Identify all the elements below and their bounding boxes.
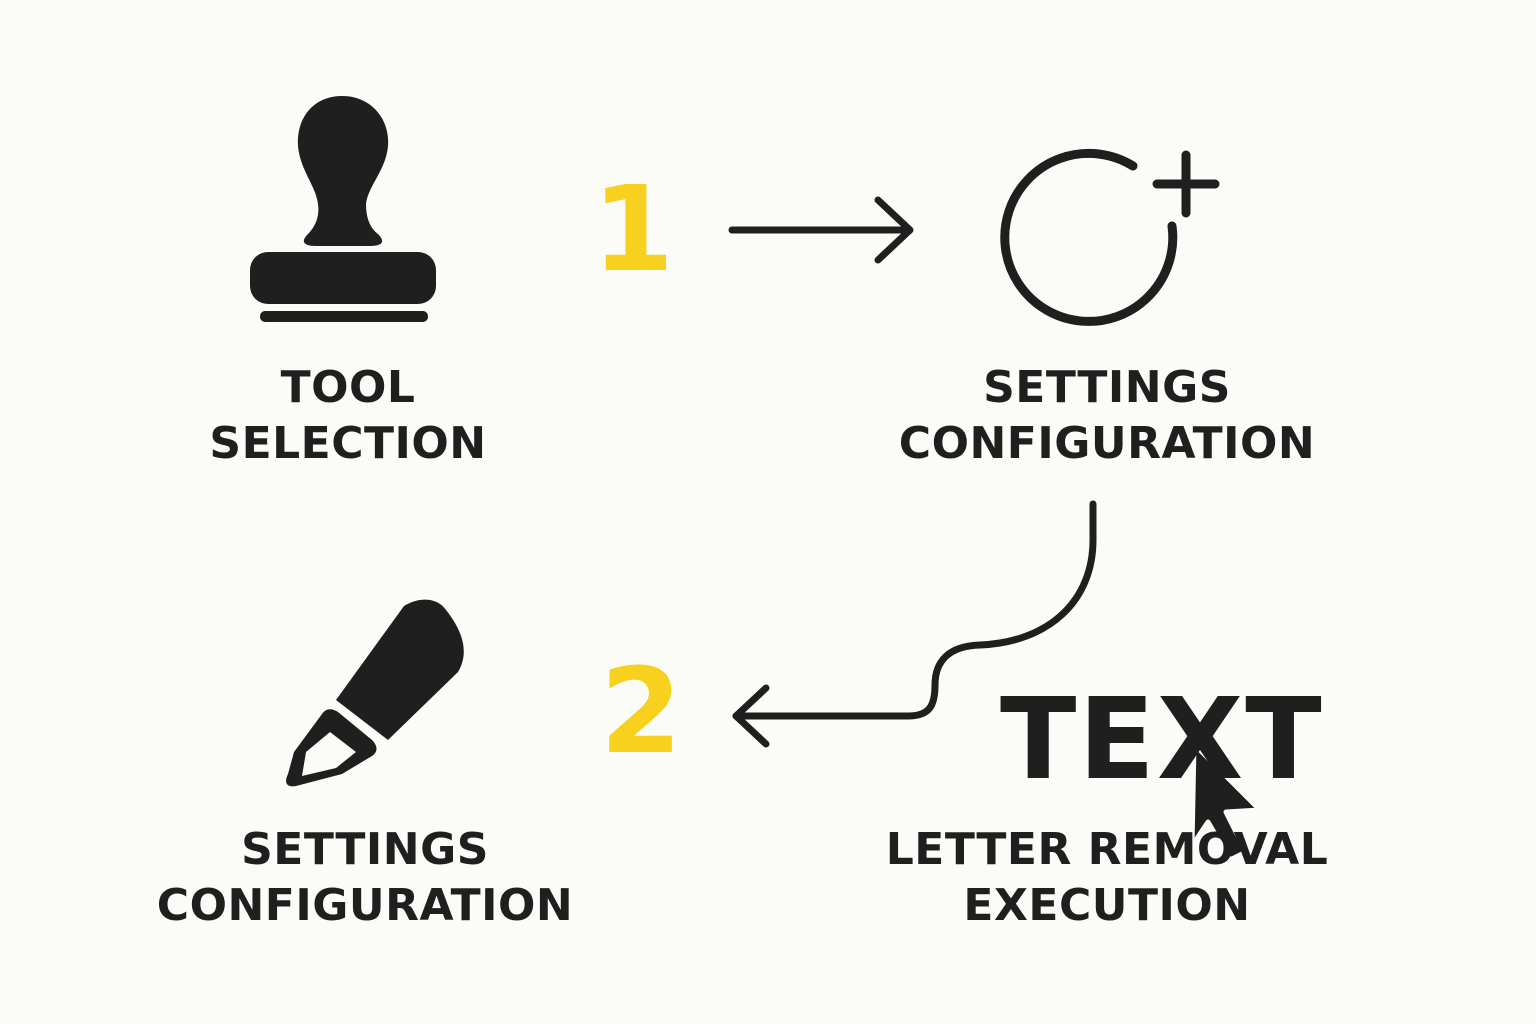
arrow-right-1 [728,196,914,264]
letter-removal-label: LETTER REMOVAL EXECUTION [868,822,1346,934]
tool-selection-line2: SELECTION [209,418,487,469]
tool-selection-line1: TOOL [280,362,416,413]
settings-configuration-bottom-line1: SETTINGS [241,824,489,875]
settings-configuration-top-line1: SETTINGS [983,362,1231,413]
tool-selection-label: TOOL SELECTION [196,360,500,472]
circle-plus-icon [1000,148,1220,326]
settings-configuration-bottom-line2: CONFIGURATION [156,880,574,931]
stamp-icon [250,96,436,322]
letter-removal-line1: LETTER REMOVAL [885,824,1329,875]
sample-text: TEXT [1000,675,1324,805]
eraser-pen-icon [286,599,464,787]
settings-configuration-top-line2: CONFIGURATION [898,418,1316,469]
cursor-icon [1189,741,1263,863]
step-number-2: 2 [599,642,683,780]
step-number-1: 1 [591,160,675,298]
arrow-left-2 [732,500,1097,748]
settings-configuration-bottom-label: SETTINGS CONFIGURATION [142,822,588,934]
settings-configuration-top-label: SETTINGS CONFIGURATION [880,360,1334,472]
letter-removal-line2: EXECUTION [963,880,1251,931]
